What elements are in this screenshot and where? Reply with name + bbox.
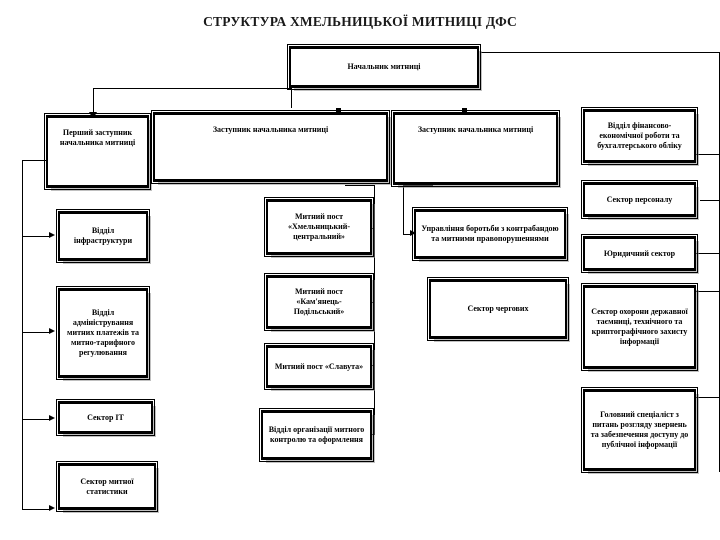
connector-right-to-secret-protection xyxy=(688,291,720,292)
mid-right-trunk-vertical xyxy=(403,185,404,235)
node-customs-payments-dept[interactable]: Відділ адміністрування митних платежів т… xyxy=(56,286,150,380)
node-post-kamianets[interactable]: Митний пост «Кам'янець-Подільський» xyxy=(264,273,374,331)
connector-right-to-finance xyxy=(688,154,720,155)
connector-head-to-left-trunk-stub xyxy=(291,88,292,108)
node-customs-control-dept[interactable]: Відділ організації митного контролю та о… xyxy=(259,408,374,462)
node-label: Митний пост «Хмельницький-центральний» xyxy=(287,212,351,241)
node-label: Відділ інфраструктури xyxy=(73,226,133,245)
arrow-into-it-sector xyxy=(49,415,55,421)
connector-head-to-right-trunk xyxy=(480,52,720,53)
node-head-of-customs[interactable]: Начальник митниці xyxy=(287,44,481,90)
node-customs-statistics-sector[interactable]: Сектор митної статистики xyxy=(56,461,158,512)
connector-left-to-infrastructure xyxy=(22,236,51,237)
node-label: Сектор персоналу xyxy=(606,194,673,204)
node-deputy-1[interactable]: Заступник начальника митниці xyxy=(151,110,390,184)
page-title: СТРУКТУРА ХМЕЛЬНИЦЬКОЇ МИТНИЦІ ДФС xyxy=(203,14,517,29)
connector-right-to-legal xyxy=(688,253,720,254)
node-post-khmelnytskyi[interactable]: Митний пост «Хмельницький-центральний» xyxy=(264,197,374,257)
left-trunk-vertical xyxy=(22,160,23,510)
node-label: Відділ фінансово-економічної роботи та б… xyxy=(597,121,682,150)
node-label: Сектор чергових xyxy=(467,304,529,313)
node-label: Сектор ІТ xyxy=(87,412,124,422)
selection-handle[interactable] xyxy=(462,108,467,113)
node-label: Начальник митниці xyxy=(347,62,421,71)
node-infrastructure-dept[interactable]: Відділ інфраструктури xyxy=(56,209,150,263)
node-label: Відділ адміністрування митних платежів т… xyxy=(67,308,139,357)
node-label: Відділ організації митного контролю та о… xyxy=(268,425,365,444)
node-label: Головний спеціаліст з питань розгляду зв… xyxy=(590,410,689,449)
connector-right-to-public-info xyxy=(688,397,720,398)
connector-left-to-it xyxy=(22,419,51,420)
node-first-deputy[interactable]: Перший заступник начальника митниці xyxy=(44,113,151,190)
connector-head-to-first-deputy-horizontal xyxy=(93,88,292,89)
connector-first-deputy-trunk-top xyxy=(22,160,57,161)
arrow-into-infrastructure-dept xyxy=(49,232,55,238)
connector-left-to-statistics xyxy=(22,509,51,510)
node-anti-smuggling-dept[interactable]: Управління боротьби з контрабандою та ми… xyxy=(412,207,568,261)
connector-left-to-payments xyxy=(22,332,51,333)
node-label: Митний пост «Славута» xyxy=(274,361,364,371)
arrow-into-customs-statistics-sector xyxy=(49,505,55,511)
connector-deputy1-trunk-top xyxy=(345,185,375,186)
arrow-into-anti-smuggling-dept xyxy=(410,230,416,236)
node-label: Сектор митної статистики xyxy=(80,476,134,496)
node-finance-accounting-dept[interactable]: Відділ фінансово-економічної роботи та б… xyxy=(581,107,698,165)
connector-right-to-personnel xyxy=(700,200,720,201)
node-label: Заступник начальника митниці xyxy=(417,125,534,134)
node-label: Заступник начальника митниці xyxy=(212,125,329,134)
node-post-slavuta[interactable]: Митний пост «Славута» xyxy=(264,343,374,390)
node-label: Юридичний сектор xyxy=(603,248,676,258)
node-personnel-sector[interactable]: Сектор персоналу xyxy=(581,180,698,219)
node-label: Сектор охорони державної таємниці, техні… xyxy=(591,307,688,346)
connector-deputy2-trunk-top xyxy=(403,185,433,186)
node-duty-sector[interactable]: Сектор чергових xyxy=(427,277,569,341)
node-label: Перший заступник начальника митниці xyxy=(59,128,136,147)
node-legal-sector[interactable]: Юридичний сектор xyxy=(581,234,698,273)
node-it-sector[interactable]: Сектор ІТ xyxy=(56,399,155,436)
node-label: Митний пост «Кам'янець-Подільський» xyxy=(293,287,345,316)
node-public-info-specialist[interactable]: Головний спеціаліст з питань розгляду зв… xyxy=(581,387,698,473)
node-state-secret-protection-sector[interactable]: Сектор охорони державної таємниці, техні… xyxy=(581,283,698,371)
node-deputy-2[interactable]: Заступник начальника митниці xyxy=(391,110,560,187)
arrow-into-customs-payments-dept xyxy=(49,328,55,334)
mid-left-trunk-vertical xyxy=(374,185,375,435)
node-label: Управління боротьби з контрабандою та ми… xyxy=(421,224,559,243)
connector-deputy2-to-anti-smuggling xyxy=(403,234,413,235)
connector-head-to-first-deputy-vertical xyxy=(93,88,94,114)
selection-handle[interactable] xyxy=(336,108,341,113)
